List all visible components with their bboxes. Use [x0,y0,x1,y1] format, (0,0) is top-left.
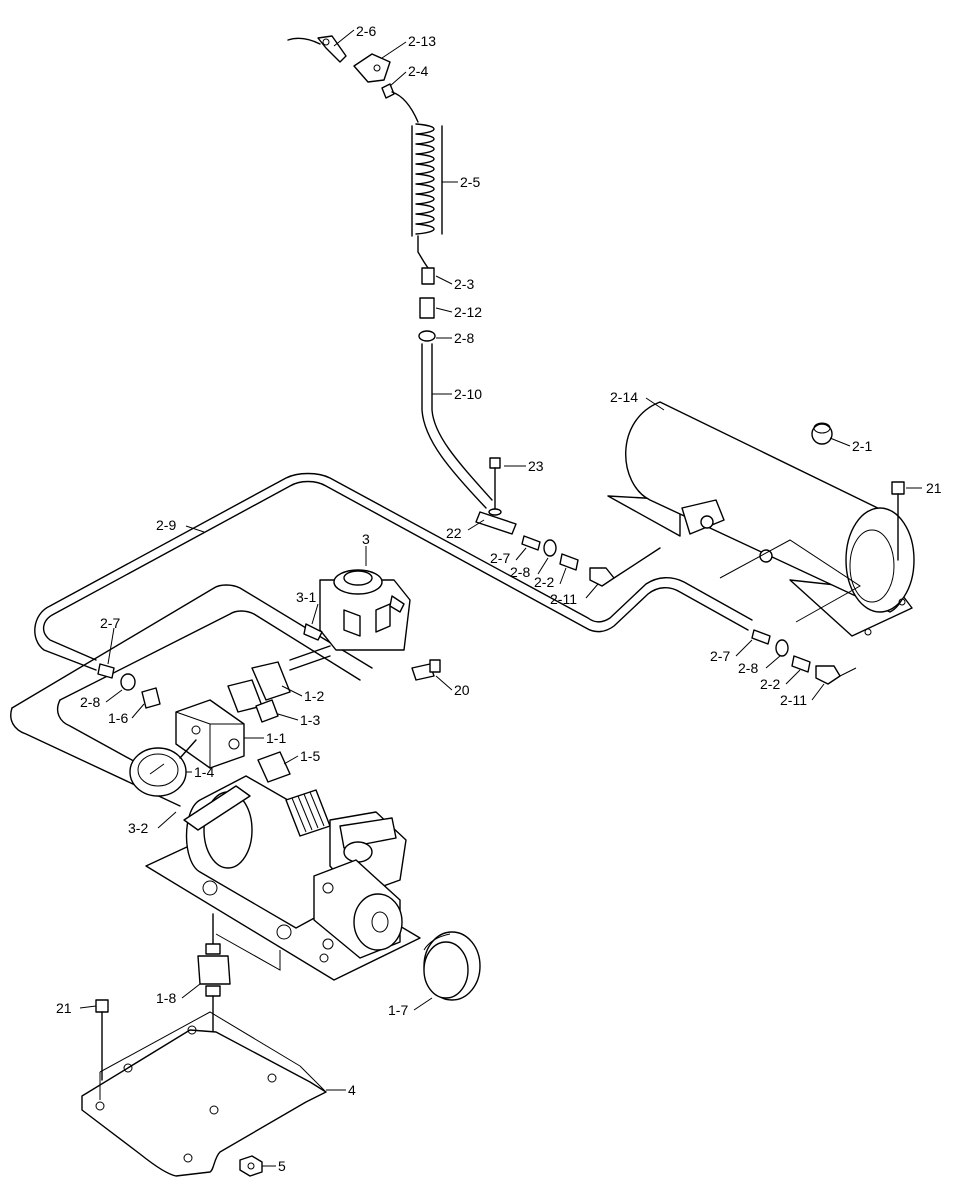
part-2-1-drain-plug [811,422,833,445]
callout-1-3: 1-3 [300,712,320,728]
callout-2-7: 2-7 [490,550,510,566]
callout-1-5: 1-5 [300,748,320,764]
part-1-5-nipple [257,751,291,783]
part-2-14-air-tank [607,401,915,637]
callout-3: 3 [362,531,370,547]
callout-23: 23 [528,458,544,474]
part-20-screw [411,659,441,681]
callout-2-6: 2-6 [356,23,376,39]
wiring-harness [10,584,373,807]
callout-2-2: 2-2 [760,676,780,692]
part-1-1-manifold [175,699,245,769]
callout-2-8: 2-8 [80,694,100,710]
callout-2-2: 2-2 [534,574,554,590]
callout-2-11: 2-11 [550,591,577,607]
part-2-3-coupler [421,267,435,285]
callout-1-7: 1-7 [388,1002,408,1018]
part-5-nut [239,1155,263,1177]
part-2-10-hose [421,343,487,509]
part-2-8-collar-top [418,330,436,342]
part-1-7-air-filter [423,931,481,1001]
callout-21: 21 [56,1000,72,1016]
callout-3-1: 3-1 [296,589,316,605]
callout-1-2: 1-2 [304,688,324,704]
part-1-2-pressure-switch [227,645,331,713]
callout-labels: 2-6 2-13 2-4 2-5 2-3 2-12 2-8 2-10 2-14 … [56,23,942,1174]
part-21-bolt-right [891,481,905,561]
callout-2-9: 2-9 [156,517,176,533]
callout-4: 4 [348,1082,356,1098]
callout-2-5: 2-5 [460,174,480,190]
callout-2-7: 2-7 [100,615,120,631]
part-2-12-plug [419,297,435,319]
callout-2-11: 2-11 [780,692,807,708]
callout-1-6: 1-6 [108,710,128,726]
part-2-4-fitting [381,83,395,99]
callout-2-7: 2-7 [710,648,730,664]
callout-2-14: 2-14 [610,389,638,405]
part-3-relay [303,569,411,651]
leader-lines [79,29,922,1167]
callout-22: 22 [446,525,462,541]
callout-1-1: 1-1 [266,730,286,746]
part-21-bolt-left [95,999,109,1081]
callout-2-4: 2-4 [408,63,428,79]
callout-1-4: 1-4 [194,764,214,780]
part-2-6-air-chuck [287,35,347,63]
callout-2-8: 2-8 [454,330,474,346]
part-4-bracket [81,1011,327,1177]
callout-2-1: 2-1 [852,438,872,454]
part-1-6-fitting [141,687,161,709]
tank-outlet-fittings [751,629,857,685]
callout-1-8: 1-8 [156,990,176,1006]
callout-2-12: 2-12 [454,304,482,320]
callout-2-10: 2-10 [454,386,482,402]
callout-5: 5 [278,1158,286,1174]
callout-20: 20 [454,682,470,698]
left-fittings-2-7-2-8 [97,663,136,691]
compressor-body [145,775,421,981]
callout-2-13: 2-13 [408,33,436,49]
callout-2-3: 2-3 [454,276,474,292]
part-2-9-air-hose [34,472,753,671]
part-2-13-clip [353,53,391,83]
tank-inlet-fittings [521,535,661,587]
part-2-5-coil-hose [411,123,443,269]
callout-3-2: 3-2 [128,820,148,836]
part-1-8-isolator [197,913,231,1111]
callout-2-8: 2-8 [738,660,758,676]
inflator-assembly [287,35,493,509]
part-23-bolt [489,457,501,511]
callout-2-8: 2-8 [510,564,530,580]
part-1-3-fitting [255,699,279,723]
part-22-tee [475,508,517,535]
part-1-4-gauge [129,739,197,797]
callout-21: 21 [926,480,942,496]
